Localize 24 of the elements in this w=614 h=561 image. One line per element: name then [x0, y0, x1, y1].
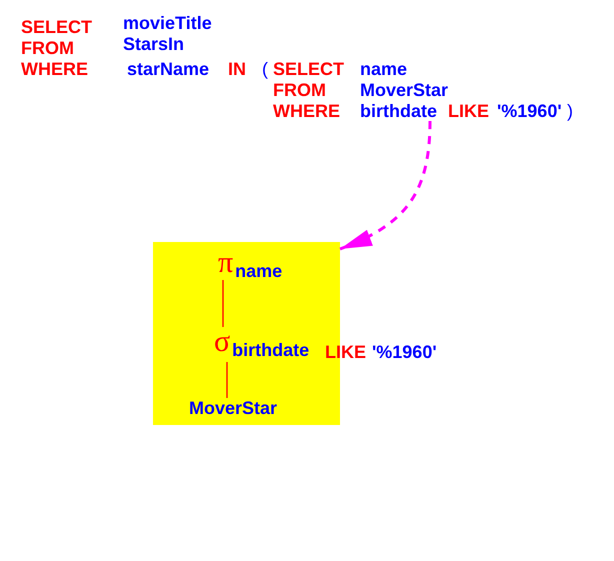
string-literal: '%1960'	[497, 101, 562, 121]
table-name: StarsIn	[123, 34, 184, 54]
string-literal: '%1960'	[372, 342, 437, 362]
column-name: starName	[127, 59, 210, 79]
sql-keyword: FROM	[21, 38, 74, 58]
sql-keyword: IN	[228, 59, 246, 79]
tree-line	[222, 280, 224, 327]
parenthesis: (	[262, 59, 268, 79]
sql-keyword: SELECT	[21, 17, 92, 37]
sql-keyword: FROM	[273, 80, 326, 100]
sql-keyword: LIKE	[448, 101, 490, 121]
parenthesis: )	[567, 101, 573, 121]
sql-keyword: WHERE	[273, 101, 340, 121]
column-name: birthdate	[360, 101, 438, 121]
table-name: MoverStar	[360, 80, 448, 100]
sql-keyword: SELECT	[273, 59, 344, 79]
selection-operator: σ$_{birthdate}$	[214, 327, 310, 359]
sql-keyword: WHERE	[21, 59, 88, 79]
projection-operator: π$_{name}$	[218, 248, 282, 280]
tree-line	[226, 362, 228, 398]
dashed-arrow	[339, 120, 432, 250]
column-name: name	[360, 59, 408, 79]
relation-name: MoverStar	[189, 398, 278, 418]
column-name: movieTitle	[123, 13, 212, 33]
